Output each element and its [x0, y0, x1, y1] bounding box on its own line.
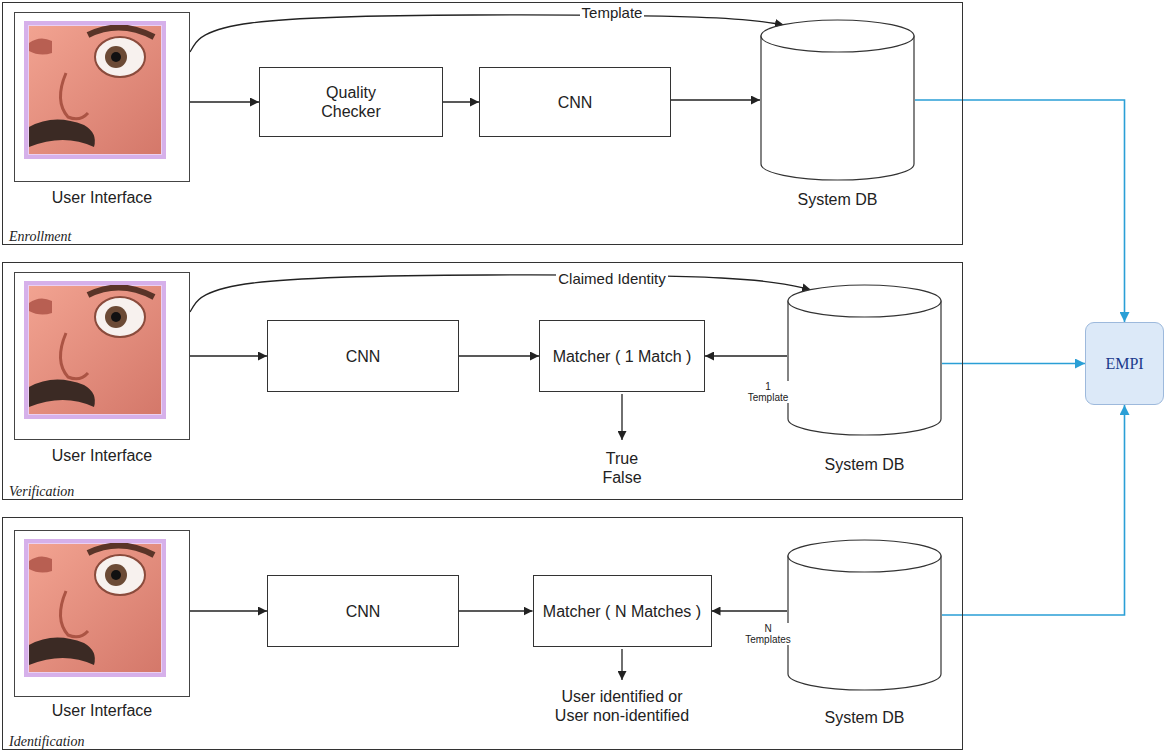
flow-arrow [190, 15, 784, 52]
frame-caption: User Interface [15, 701, 189, 720]
edge-label: Template [580, 4, 645, 21]
database-caption: System DB [760, 190, 915, 209]
data-link [942, 405, 1125, 615]
process-box: CNN [267, 320, 459, 392]
flow-arrow [443, 101, 479, 102]
process-box: Quality Checker [259, 67, 443, 137]
box-label: EMPI [1105, 354, 1143, 373]
flow-arrow [190, 355, 267, 356]
cylinder-top [788, 540, 941, 572]
face-photo [24, 539, 166, 677]
flow-arrow [459, 355, 539, 356]
flow-arrow [190, 610, 267, 611]
flow-arrow [459, 610, 533, 611]
panel-title: Verification [9, 484, 74, 499]
cylinder-outline [760, 20, 915, 180]
process-box: CNN [267, 575, 459, 647]
data-link [915, 100, 1125, 322]
user-interface-frame: User Interface [14, 530, 190, 697]
cylinder-body [761, 36, 914, 180]
edge-label: 1 Template [746, 381, 791, 403]
cylinder-outline [787, 540, 942, 690]
database-cylinder: System DB [787, 285, 942, 435]
cylinder-body [788, 301, 941, 435]
database-cylinder: System DB [760, 20, 915, 180]
stage-panel: Verification User Interface CNN Matcher ( 1… [2, 262, 963, 500]
connector-group [190, 15, 1125, 615]
stage-panel: Enrollment User Interface Quality Checker C… [2, 2, 963, 245]
edge-label: Claimed Identity [556, 270, 668, 287]
user-interface-frame: User Interface [14, 12, 190, 182]
cylinder-top [761, 20, 914, 52]
data-link [942, 363, 1085, 365]
output-label: True False [602, 449, 641, 487]
output-arrow [621, 394, 622, 440]
edge-label: N Templates [743, 623, 793, 645]
cylinder-body [788, 556, 941, 690]
box-label: Quality Checker [311, 83, 391, 121]
stage-panel: Identification User Interface CNN Matcher (… [2, 517, 963, 750]
frame-caption: User Interface [15, 446, 189, 465]
cylinder-outline [787, 285, 942, 435]
process-box: CNN [479, 67, 671, 137]
cylinder-top [788, 285, 941, 317]
database-caption: System DB [787, 708, 942, 727]
box-label: CNN [346, 602, 381, 621]
flow-arrow [671, 99, 760, 100]
panel-title: Enrollment [9, 229, 71, 244]
box-label: CNN [558, 93, 593, 112]
panel-title: Identification [9, 734, 84, 749]
flow-arrow [712, 610, 788, 611]
face-photo [24, 281, 166, 419]
frame-caption: User Interface [15, 188, 189, 207]
face-photo [24, 21, 166, 159]
flow-arrow [190, 101, 259, 102]
database-cylinder: System DB [787, 540, 942, 690]
database-caption: System DB [787, 455, 942, 474]
box-label: Matcher ( 1 Match ) [553, 347, 692, 366]
process-box: Matcher ( N Matches ) [533, 575, 712, 647]
user-interface-frame: User Interface [14, 272, 190, 440]
output-label: User identified or User non-identified [551, 687, 693, 725]
flow-arrow [705, 355, 787, 356]
process-box: Matcher ( 1 Match ) [539, 320, 705, 392]
output-arrow [621, 649, 622, 680]
flow-arrow [190, 275, 811, 312]
empi-box: EMPI [1085, 322, 1164, 405]
box-label: Matcher ( N Matches ) [543, 602, 701, 621]
box-label: CNN [346, 347, 381, 366]
